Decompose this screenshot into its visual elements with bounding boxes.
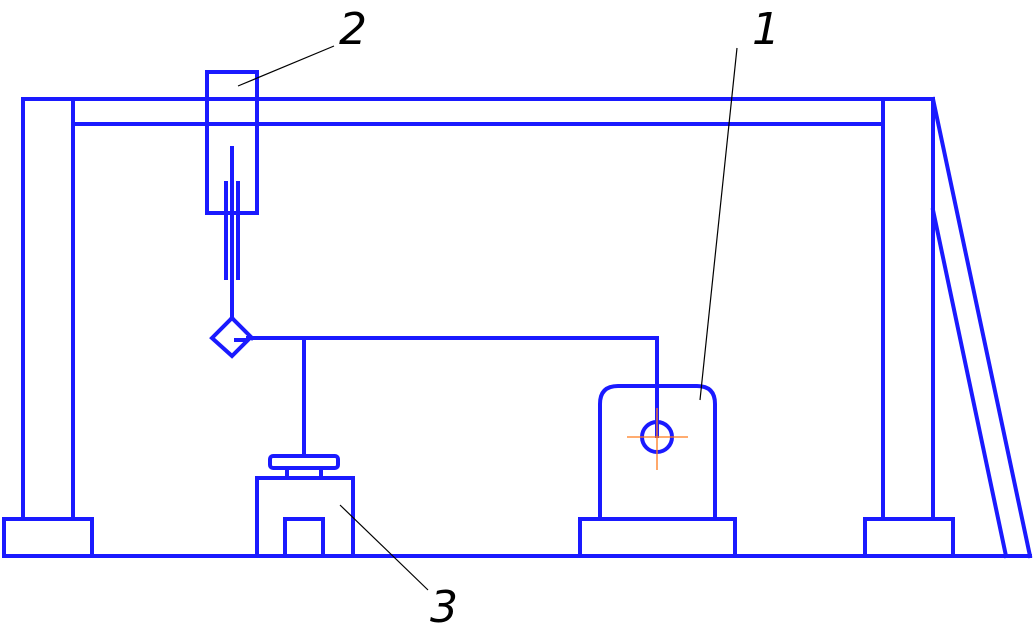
brace-outer (930, 96, 1033, 559)
support-slot (283, 517, 325, 558)
load-support (255, 454, 355, 558)
callout-3: 3 (430, 582, 458, 632)
leader-2 (237, 45, 335, 87)
joint-right-arm (229, 315, 255, 341)
pivot-bracket (578, 384, 737, 558)
actuator-cylinder (205, 70, 259, 359)
right-column (881, 97, 935, 521)
gantry-frame (21, 96, 1033, 559)
leader-1 (699, 47, 738, 401)
callout-2: 2 (339, 4, 367, 55)
brace-inner (930, 207, 1009, 559)
bracket-base (578, 517, 737, 558)
right-foot (863, 517, 955, 558)
bracket-body (598, 384, 717, 521)
rod-joint (209, 315, 253, 359)
callout-labels: 1 2 3 (339, 4, 780, 632)
lever-arm (246, 336, 659, 458)
left-foot (2, 517, 94, 558)
leader-3 (339, 504, 429, 591)
left-column (21, 97, 75, 521)
base (2, 517, 1032, 558)
callout-1: 1 (752, 4, 780, 55)
leader-lines (237, 45, 738, 591)
